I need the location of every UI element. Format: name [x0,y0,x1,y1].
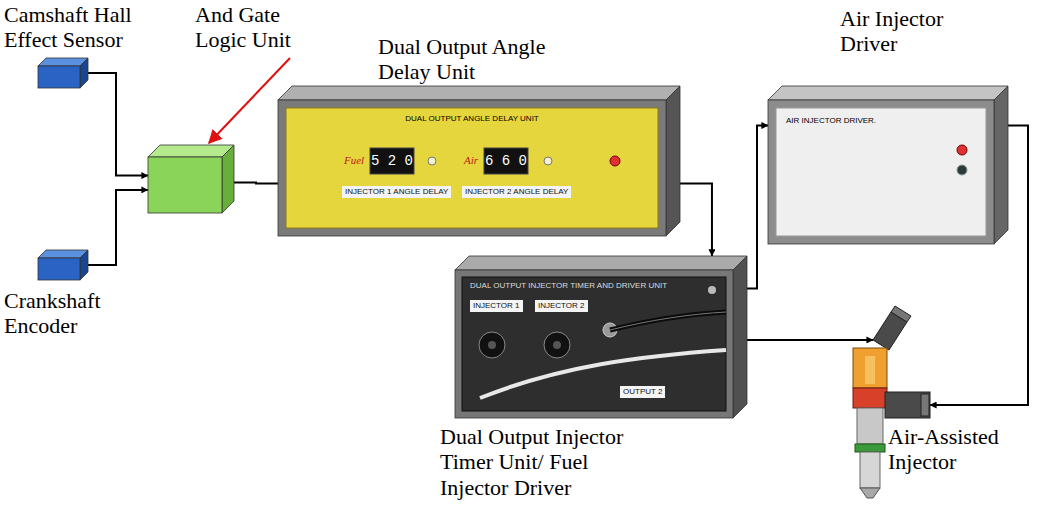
panel-detail [957,165,967,175]
panel-text: DUAL OUTPUT INJECTOR TIMER AND DRIVER UN… [470,281,667,291]
unit-label: Air Injector Driver [840,6,970,57]
node-shape [768,86,1008,244]
box-top [455,256,747,270]
delay-unit: Dual Output Angle Delay UnitDUAL OUTPUT … [278,86,680,236]
panel-detail [370,148,414,174]
panel-text: OUTPUT 2 [620,386,665,398]
panel-detail [610,156,620,166]
signal-connector [88,190,148,265]
unit-label: Camshaft Hall Effect Sensor [4,2,154,53]
logic-box: And Gate Logic Unit [148,145,234,213]
box-front [455,270,733,418]
signal-connector [747,339,873,341]
node-shape [38,58,88,88]
signal-connector [88,73,148,176]
panel-text: AIR INJECTOR DRIVER. [786,116,876,126]
injector-part [891,306,911,322]
encoder-box: Crankshaft Encoder [38,250,88,280]
injector-part [860,488,880,498]
node-shape [148,145,234,213]
injector-part [853,348,887,388]
signal-connector [234,182,278,183]
box-top [768,86,1008,100]
panel-detail [553,341,561,349]
box-top [278,86,680,100]
node-shape [455,256,747,418]
panel-text: INJECTOR 1 [470,300,523,312]
box-front [38,258,80,280]
panel-text: Fuel [344,154,364,166]
panel-text: Air [464,154,478,166]
panel-detail [479,332,505,358]
unit-label: Crankshaft Encoder [4,288,134,339]
panel-detail [610,312,726,330]
panel-detail [462,277,726,411]
panel-detail [428,157,436,165]
box-top [38,58,88,66]
injector-part [853,388,887,408]
injector-figure: Air-Assisted Injector [835,300,930,500]
box-side [80,250,88,280]
box-side [222,145,234,213]
injector-part [921,394,929,416]
box-front [148,157,222,213]
panel-detail [610,312,726,330]
unit-label: And Gate Logic Unit [195,2,320,53]
injector-part [857,408,883,444]
panel-detail [286,108,658,228]
injector-part [865,356,875,384]
node-shape [38,250,88,280]
box-front [38,66,80,88]
panel-detail [957,145,967,155]
panel-detail [544,332,570,358]
panel-detail [708,286,716,294]
panel-detail [480,350,726,398]
signal-connector [680,184,712,257]
sensor-box: Camshaft Hall Effect Sensor [38,58,88,88]
unit-label: Dual Output Angle Delay Unit [378,34,578,85]
box-side [80,58,88,88]
panel-text: 6 6 0 [484,148,528,174]
panel-text: INJECTOR 2 ANGLE DELAY [462,186,571,198]
driver-unit: Air Injector DriverAIR INJECTOR DRIVER. [768,86,1008,244]
injector-part [855,444,885,452]
unit-label: Dual Output Injector Timer Unit/ Fuel In… [440,424,660,500]
panel-detail [484,148,528,174]
node-shape [278,86,680,236]
box-front [278,100,666,236]
panel-detail [488,341,496,349]
timer-unit: Dual Output Injector Timer Unit/ Fuel In… [455,256,747,418]
box-top [148,145,234,157]
panel-text: INJECTOR 2 [535,300,588,312]
panel-text: 5 2 0 [370,148,414,174]
injector-part [860,452,880,488]
injector-part [885,392,930,418]
panel-detail [776,108,986,236]
box-top [38,250,88,258]
signal-connector [747,126,768,289]
panel-text: DUAL OUTPUT ANGLE DELAY UNIT [372,114,572,124]
box-side [994,86,1008,244]
unit-label: Air-Assisted Injector [888,424,1018,475]
box-side [733,256,747,418]
panel-detail [544,157,552,165]
box-front [768,100,994,244]
panel-text: INJECTOR 1 ANGLE DELAY [342,186,451,198]
box-side [666,86,680,236]
